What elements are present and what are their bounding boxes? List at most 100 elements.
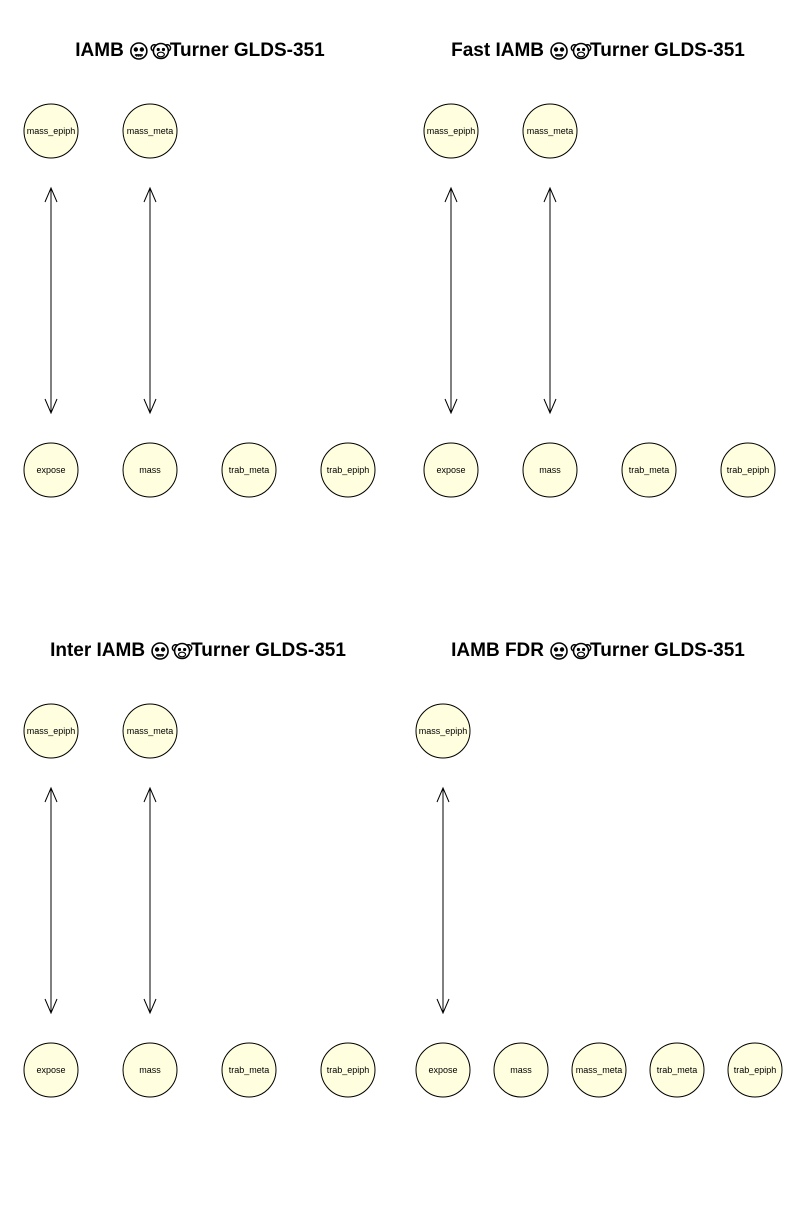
node-circle <box>122 1042 178 1098</box>
node-label: trab_meta <box>229 1065 270 1075</box>
edge-mass_meta-mass <box>543 186 557 415</box>
node-label: trab_meta <box>657 1065 698 1075</box>
node-circle <box>122 103 178 159</box>
panel-title-text: IAMB <box>75 40 124 61</box>
node-trab-meta: trab_meta <box>621 442 677 498</box>
panel-inter-iamb: Inter IAMB Turner GLDS-351 mass_epiph mass_… <box>23 640 376 1098</box>
panel-iamb: IAMB Turner GLDS-351 mass_epiph mass_metaex… <box>23 40 376 498</box>
panel-title-text: Inter IAMB <box>50 640 145 661</box>
panel-title-dataset: Turner GLDS-351 <box>191 640 346 661</box>
node-mass: mass <box>122 442 178 498</box>
node-mass-epiph: mass_epiph <box>23 703 79 759</box>
node-label: expose <box>36 1065 65 1075</box>
panel-title-dataset: Turner GLDS-351 <box>170 40 325 61</box>
node-label: mass <box>510 1065 532 1075</box>
node-circle <box>23 1042 79 1098</box>
node-label: mass_epiph <box>27 726 76 736</box>
panel-title: Fast IAMB Turner GLDS-351 <box>451 40 745 61</box>
arrowhead <box>543 398 557 415</box>
node-circle <box>23 703 79 759</box>
edge-mass_epiph-expose <box>444 186 458 415</box>
skull-icon <box>550 642 568 660</box>
node-label: mass_epiph <box>27 126 76 136</box>
arrowhead <box>44 398 58 415</box>
node-circle <box>720 442 776 498</box>
node-label: trab_meta <box>629 465 670 475</box>
node-trab-epiph: trab_epiph <box>320 442 376 498</box>
panel-title: Inter IAMB Turner GLDS-351 <box>50 640 346 661</box>
edge-mass_epiph-expose <box>44 786 58 1015</box>
arrowhead <box>444 398 458 415</box>
monkey-icon <box>570 642 592 660</box>
panel-fast-iamb: Fast IAMB Turner GLDS-351 mass_epiph mass_m… <box>423 40 776 498</box>
node-mass-epiph: mass_epiph <box>23 103 79 159</box>
node-label: mass <box>139 465 161 475</box>
arrowhead <box>44 998 58 1015</box>
node-mass-meta: mass_meta <box>522 103 578 159</box>
node-circle <box>727 1042 783 1098</box>
node-circle <box>621 442 677 498</box>
arrowhead <box>143 786 157 803</box>
edge-mass_epiph-expose <box>44 186 58 415</box>
node-mass: mass <box>522 442 578 498</box>
node-mass: mass <box>493 1042 549 1098</box>
node-mass-meta: mass_meta <box>571 1042 627 1098</box>
arrowhead <box>543 186 557 203</box>
node-expose: expose <box>415 1042 471 1098</box>
node-circle <box>221 1042 277 1098</box>
arrowhead <box>436 998 450 1015</box>
node-label: mass_meta <box>527 126 574 136</box>
edge-mass_epiph-expose <box>436 786 450 1015</box>
node-circle <box>122 442 178 498</box>
arrowhead <box>143 398 157 415</box>
node-label: mass_epiph <box>419 726 468 736</box>
node-circle <box>649 1042 705 1098</box>
node-label: trab_epiph <box>327 465 370 475</box>
node-circle <box>221 442 277 498</box>
node-circle <box>23 442 79 498</box>
node-label: trab_epiph <box>727 465 770 475</box>
edge-mass_meta-mass <box>143 786 157 1015</box>
node-label: expose <box>436 465 465 475</box>
node-mass-epiph: mass_epiph <box>415 703 471 759</box>
node-circle <box>423 442 479 498</box>
node-mass: mass <box>122 1042 178 1098</box>
node-trab-meta: trab_meta <box>221 442 277 498</box>
node-circle <box>415 703 471 759</box>
panel-title-dataset: Turner GLDS-351 <box>590 640 745 661</box>
arrowhead <box>44 186 58 203</box>
node-circle <box>415 1042 471 1098</box>
skull-icon <box>550 42 568 60</box>
node-circle <box>320 442 376 498</box>
node-label: mass_meta <box>127 126 174 136</box>
node-circle <box>320 1042 376 1098</box>
node-trab-meta: trab_meta <box>649 1042 705 1098</box>
node-label: mass_epiph <box>427 126 476 136</box>
node-circle <box>23 103 79 159</box>
node-label: mass <box>139 1065 161 1075</box>
node-label: mass <box>539 465 561 475</box>
panel-title-dataset: Turner GLDS-351 <box>590 40 745 61</box>
node-trab-epiph: trab_epiph <box>320 1042 376 1098</box>
node-label: trab_epiph <box>734 1065 777 1075</box>
node-expose: expose <box>23 442 79 498</box>
node-circle <box>522 103 578 159</box>
panel-title: IAMB Turner GLDS-351 <box>75 40 325 61</box>
node-mass-meta: mass_meta <box>122 703 178 759</box>
node-trab-epiph: trab_epiph <box>727 1042 783 1098</box>
node-circle <box>493 1042 549 1098</box>
node-circle <box>122 703 178 759</box>
edge-mass_meta-mass <box>143 186 157 415</box>
node-circle <box>571 1042 627 1098</box>
node-circle <box>423 103 479 159</box>
arrowhead <box>444 186 458 203</box>
node-label: expose <box>36 465 65 475</box>
monkey-icon <box>570 42 592 60</box>
monkey-icon <box>171 642 193 660</box>
node-trab-epiph: trab_epiph <box>720 442 776 498</box>
arrowhead <box>143 998 157 1015</box>
panel-title-text: Fast IAMB <box>451 40 544 61</box>
